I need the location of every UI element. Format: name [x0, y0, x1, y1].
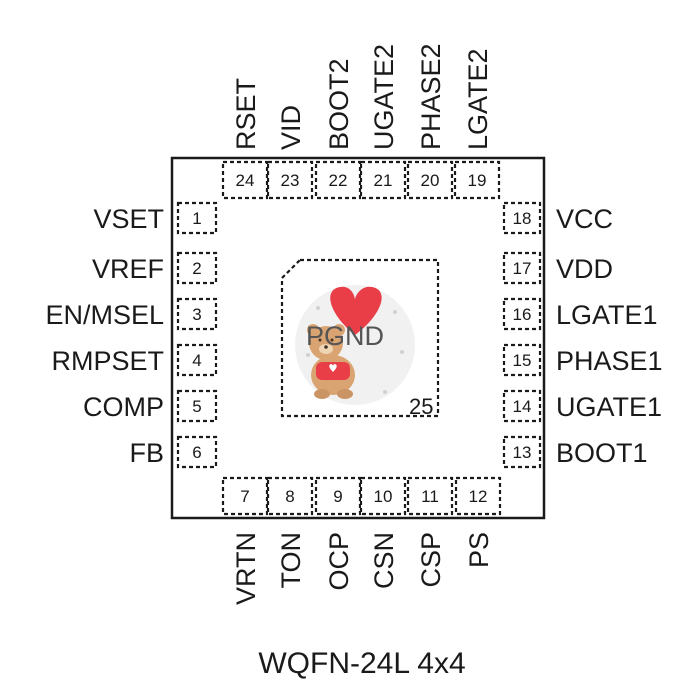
pin-number: 5: [192, 397, 201, 416]
pin-number: 24: [236, 171, 255, 190]
pin-number: 18: [513, 209, 532, 228]
pin-pad: [406, 160, 454, 200]
pin-number: 8: [285, 487, 294, 506]
pin-pad: [453, 160, 501, 200]
pin-pad: [406, 476, 454, 516]
pin-number: 23: [281, 171, 300, 190]
pin-pad: [176, 201, 218, 235]
pin-label: LGATE2: [463, 48, 493, 150]
pin-number: 11: [421, 487, 439, 506]
pin-number: 4: [192, 351, 201, 370]
exposed-pad-outline: [280, 258, 440, 418]
pin-number: 16: [513, 305, 532, 324]
pin-label: CSN: [369, 532, 399, 589]
pin-pad: [359, 476, 407, 516]
exposed-pad-name: PGND: [306, 321, 384, 351]
pin-pad: [314, 476, 362, 516]
pin-number: 19: [468, 171, 487, 190]
pin-pad: [266, 160, 314, 200]
pin-number: 6: [192, 443, 201, 462]
pin-label: RSET: [231, 78, 261, 150]
pin-label: OCP: [324, 532, 354, 591]
teddy-bear-heart-icon: [295, 285, 415, 405]
pin-pad: [314, 160, 362, 200]
pin-label: BOOT1: [556, 438, 648, 468]
exposed-pad-number: 25: [409, 394, 433, 419]
pin-number: 9: [333, 487, 342, 506]
pins-layer: 1 VSET 2 VREF 3 EN/MSEL 4 RMPSET 5 COMP 6 FB 13 BOOT1…: [45, 43, 662, 605]
pin-label: CSP: [416, 532, 446, 588]
pin-pad: [176, 435, 218, 469]
pin-number: 17: [513, 259, 532, 278]
pin-number: 3: [192, 305, 201, 324]
pin-pad: [502, 343, 542, 377]
pin-pad: [176, 251, 218, 285]
pin-pad: [502, 201, 542, 235]
pin-number: 7: [240, 487, 249, 506]
pin-label: UGATE2: [369, 44, 399, 150]
pin-number: 21: [374, 171, 393, 190]
pin-label: VRTN: [231, 532, 261, 605]
pin-number: 2: [192, 259, 201, 278]
pin-pad: [502, 297, 542, 331]
pin-pad: [176, 297, 218, 331]
pin-number: 12: [469, 487, 488, 506]
pin-pad: [359, 160, 407, 200]
pin-pad: [502, 435, 542, 469]
pin-label: COMP: [83, 392, 164, 422]
pin-label: VID: [276, 105, 306, 150]
pin-pad: [454, 476, 502, 516]
pin-label: LGATE1: [556, 300, 658, 330]
pin-number: 20: [421, 171, 440, 190]
pin-number: 22: [329, 171, 348, 190]
pin-label: VCC: [556, 204, 613, 234]
pin-label: VDD: [556, 254, 613, 284]
pin-pad: [221, 476, 269, 516]
pin-pad: [502, 251, 542, 285]
pin-label: UGATE1: [556, 392, 662, 422]
pin-number: 14: [513, 397, 532, 416]
pin-number: 15: [513, 351, 532, 370]
package-label: WQFN-24L 4x4: [258, 647, 465, 680]
pin-pad: [176, 389, 218, 423]
pin-number: 10: [374, 487, 393, 506]
pin-label: VSET: [93, 204, 164, 234]
pin-label: TON: [276, 532, 306, 589]
pin-label: EN/MSEL: [45, 300, 164, 330]
pin-label: BOOT2: [324, 58, 354, 150]
pin-label: PHASE2: [416, 43, 446, 150]
pin-label: RMPSET: [51, 346, 164, 376]
pin-pad: [502, 389, 542, 423]
pin-label: PHASE1: [556, 346, 663, 376]
pin-label: FB: [129, 438, 164, 468]
pin-pad: [176, 343, 218, 377]
pin-pad: [221, 160, 269, 200]
pin-pad: [266, 476, 314, 516]
pin-number: 1: [192, 209, 201, 228]
pin-label: VREF: [92, 254, 164, 284]
pin-label: PS: [464, 532, 494, 568]
pin-number: 13: [513, 443, 532, 462]
